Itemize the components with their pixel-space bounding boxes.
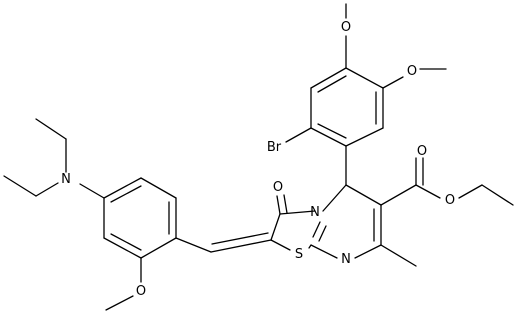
bonds [3, 3, 514, 311]
bond [105, 295, 134, 311]
atom-o-methoxy-left: O [136, 284, 146, 299]
bond [103, 177, 142, 199]
bond [79, 183, 105, 199]
atom-n-amine: N [61, 172, 71, 187]
bond [175, 237, 212, 253]
bond [380, 244, 417, 267]
bond [3, 175, 37, 197]
atom-labels: O O Br O O N O N S N O [61, 20, 455, 299]
bond [276, 195, 281, 215]
bond [481, 184, 514, 206]
bond [345, 127, 384, 147]
bond [283, 194, 288, 214]
bond [312, 221, 321, 238]
bond [270, 213, 281, 241]
bond [415, 184, 441, 199]
bond [140, 177, 177, 199]
bond [211, 232, 269, 245]
atom-n-pyrimidine: N [341, 252, 351, 267]
bond [270, 239, 291, 251]
bond [458, 184, 483, 199]
atom-o-methoxy-top: O [341, 20, 351, 35]
bond [345, 184, 382, 206]
bond [380, 184, 417, 206]
atom-o-ketone: O [273, 180, 283, 195]
bond [322, 184, 347, 212]
bond [308, 244, 312, 249]
bond [110, 185, 142, 203]
bond [310, 244, 338, 259]
bond [210, 239, 272, 253]
bond [285, 127, 312, 143]
bond [103, 237, 142, 259]
atom-o-ester-carbonyl: O [417, 144, 427, 159]
atom-br: Br [267, 140, 282, 155]
atom-o-methoxy-right: O [407, 64, 417, 79]
bond [317, 75, 347, 93]
bond [140, 237, 177, 259]
bond [35, 118, 67, 140]
bond [318, 225, 327, 242]
bond [317, 123, 347, 139]
bond [310, 67, 347, 89]
bond [310, 127, 347, 147]
atom-o-ester: O [445, 193, 455, 208]
bond [110, 233, 142, 251]
bond [345, 67, 384, 89]
bond [35, 182, 59, 197]
bond [354, 244, 382, 259]
bond [279, 210, 316, 215]
atom-s-ring: S [295, 247, 303, 262]
atom-n-ring: N [310, 205, 320, 220]
bond [382, 76, 404, 89]
